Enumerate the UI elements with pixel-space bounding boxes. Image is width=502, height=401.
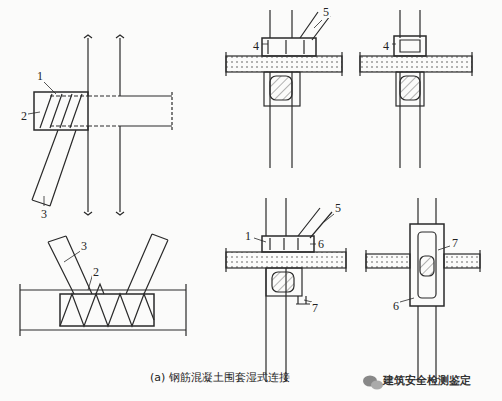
- callout-number: 7: [451, 237, 459, 249]
- callout-number: 6: [317, 238, 325, 250]
- callout-number: 5: [334, 202, 342, 214]
- callout-number: 4: [382, 40, 390, 52]
- callout-number: 5: [322, 6, 330, 18]
- callout-number: 2: [20, 110, 28, 122]
- callout-number: 6: [392, 300, 400, 312]
- callout-number: 1: [244, 230, 252, 242]
- caption: (a) 钢筋混凝土围套湿式连接: [150, 370, 290, 385]
- callout-number: 3: [80, 240, 88, 252]
- callout-number: 1: [36, 70, 44, 82]
- callout-number: 4: [252, 40, 260, 52]
- callout-number: 3: [40, 208, 48, 220]
- callout-number: 2: [92, 266, 100, 278]
- watermark: 建筑安全检测鉴定: [382, 375, 472, 386]
- wechat-icon: [363, 376, 383, 390]
- callout-number: 7: [311, 302, 319, 314]
